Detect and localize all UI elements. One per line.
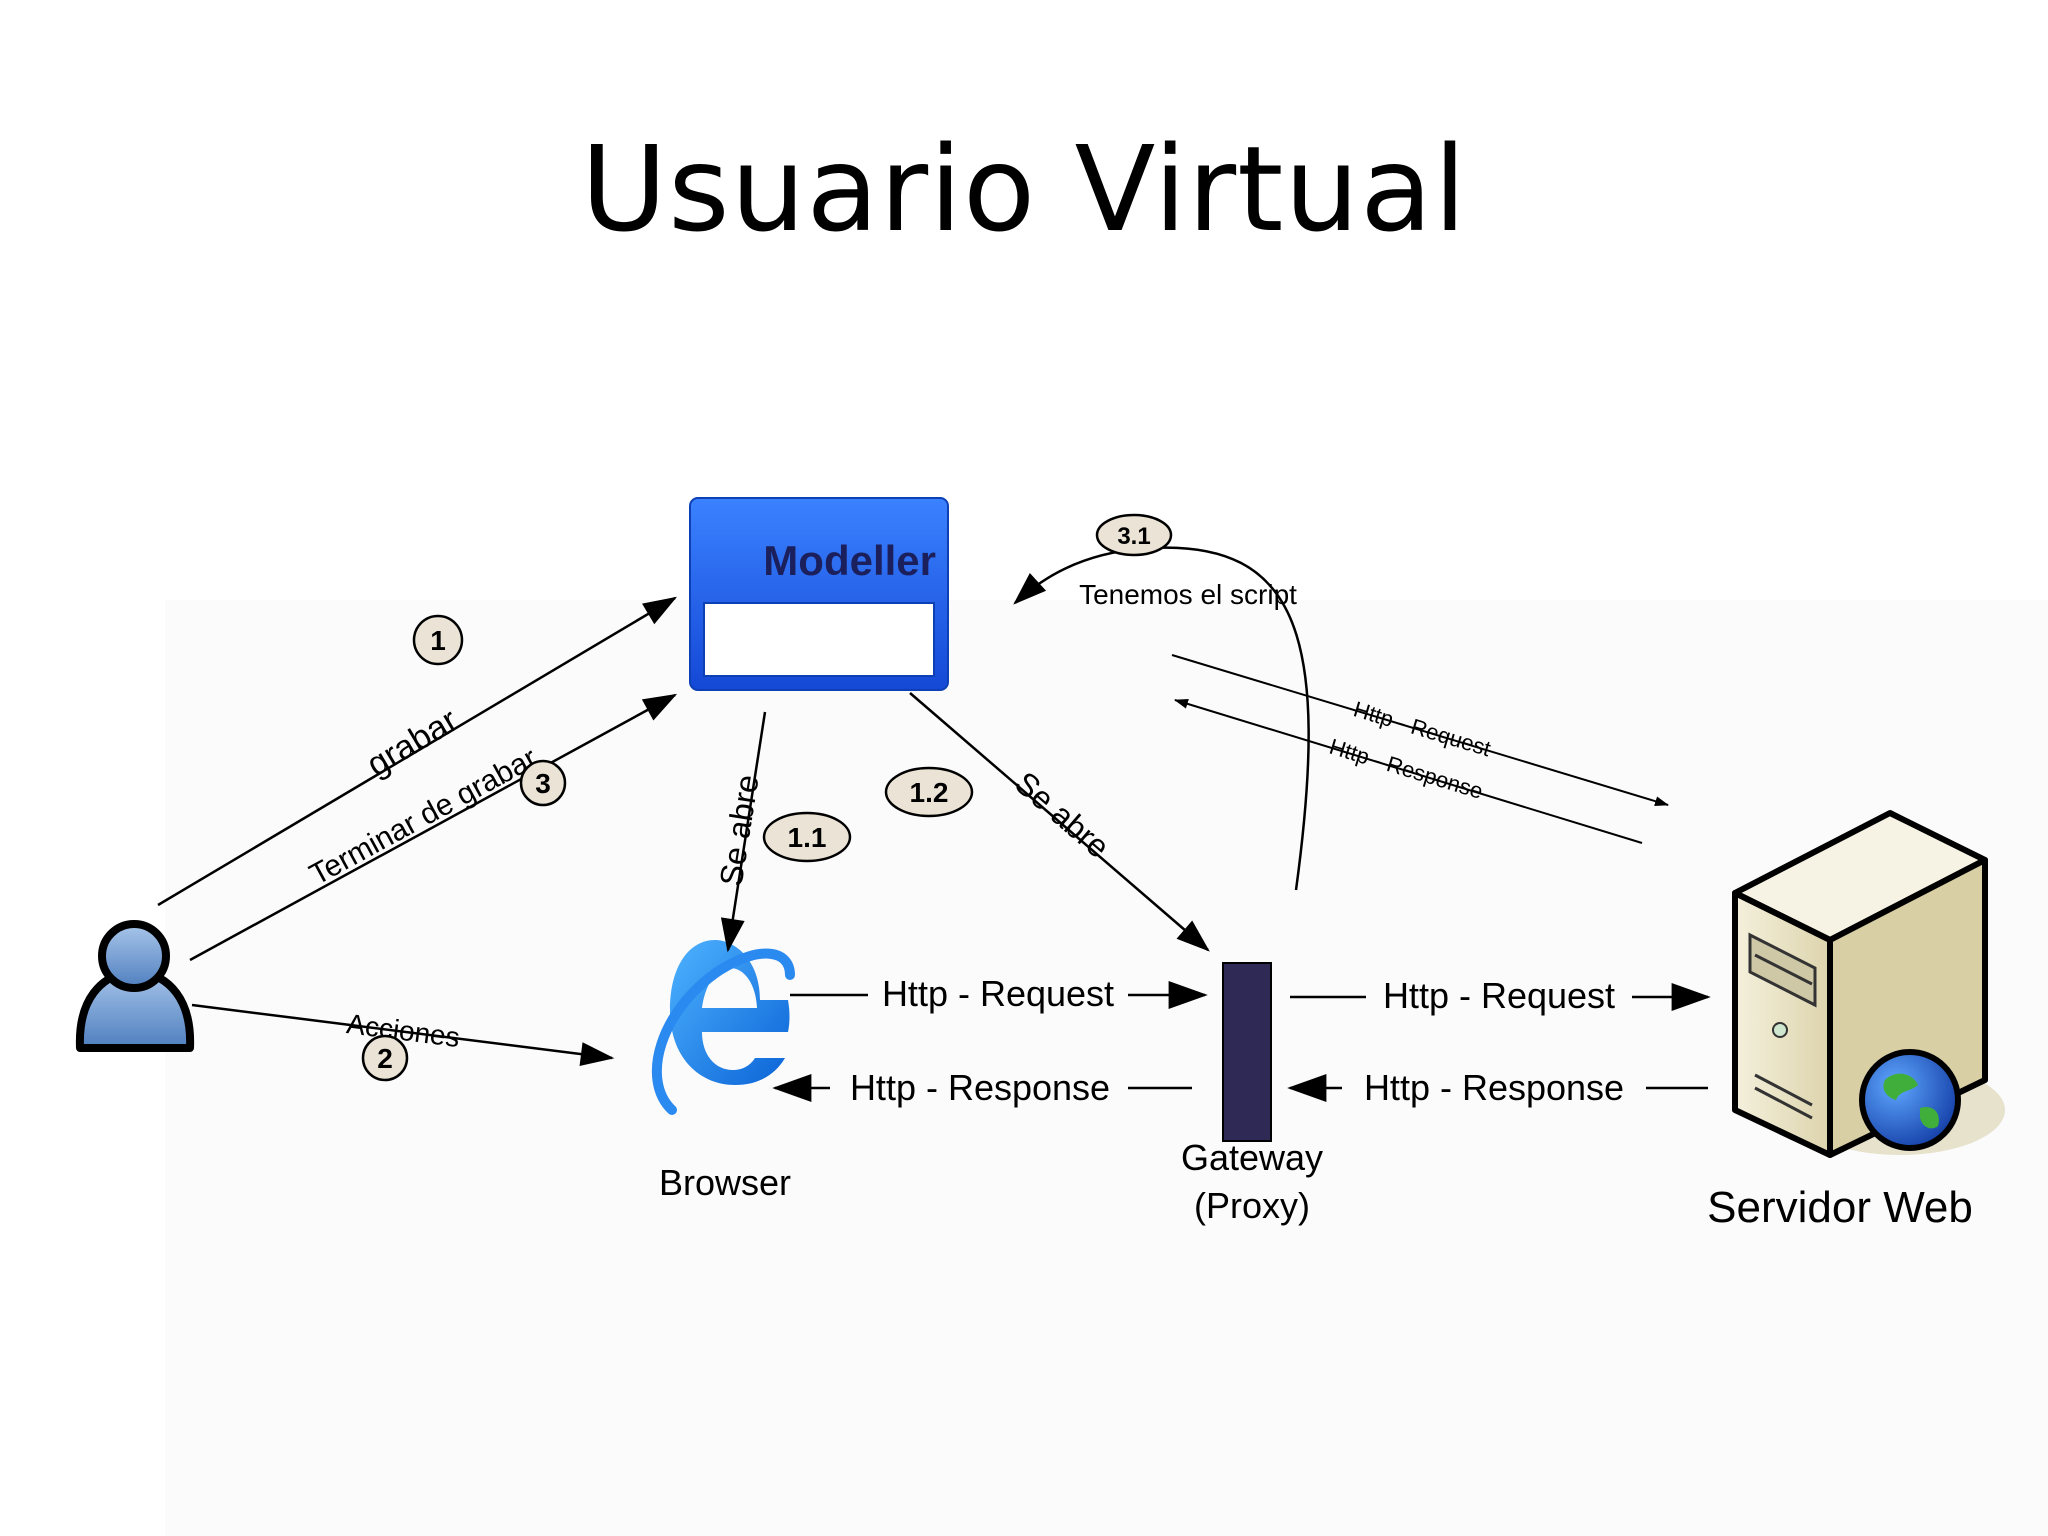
label-se-abre-gateway: Se abre bbox=[1008, 764, 1116, 864]
server-globe-icon bbox=[1732, 810, 2005, 1158]
edge-acciones bbox=[191, 1003, 615, 1066]
step-badge-1-2: 1.2 bbox=[884, 766, 974, 818]
edge-terminar bbox=[189, 693, 678, 962]
gateway-label-line2: (Proxy) bbox=[1194, 1185, 1310, 1226]
label-grabar: grabar bbox=[360, 701, 464, 784]
label-req-gateway-server: Http - Request bbox=[1383, 975, 1615, 1016]
browser-label: Browser bbox=[659, 1162, 791, 1203]
page-title: Usuario Virtual bbox=[580, 120, 1468, 258]
label-resp-server-gateway: Http - Response bbox=[1364, 1067, 1624, 1108]
internet-explorer-icon bbox=[652, 940, 795, 1115]
gateway-label-line1: Gateway bbox=[1181, 1137, 1323, 1178]
label-resp-gateway-browser: Http - Response bbox=[850, 1067, 1110, 1108]
step-badge-3-label: 3 bbox=[535, 768, 551, 799]
edge-tenemos-script bbox=[1013, 546, 1310, 891]
label-se-abre-browser: Se abre bbox=[713, 772, 766, 888]
step-badge-2-label: 2 bbox=[377, 1043, 393, 1074]
step-badge-1: 1 bbox=[412, 614, 464, 666]
step-badge-3-1: 3.1 bbox=[1095, 513, 1173, 557]
edge-resp-server-modeller bbox=[1174, 699, 1643, 844]
edge-req-modeller-server bbox=[1171, 654, 1669, 807]
step-badge-3: 3 bbox=[519, 759, 567, 807]
step-badge-2: 2 bbox=[361, 1034, 409, 1082]
step-badge-1-label: 1 bbox=[430, 625, 446, 656]
edge-grabar bbox=[157, 596, 678, 907]
gateway-node bbox=[1222, 962, 1272, 1142]
edge-se-abre-browser bbox=[720, 711, 767, 953]
step-badge-3-1-label: 3.1 bbox=[1117, 523, 1150, 550]
server-label: Servidor Web bbox=[1707, 1183, 1973, 1232]
edge-se-abre-gateway bbox=[909, 692, 1210, 952]
label-terminar: Terminar de grabar bbox=[304, 742, 542, 892]
modeller-node: Modeller bbox=[689, 497, 949, 691]
step-badge-1-2-label: 1.2 bbox=[910, 777, 949, 808]
modeller-label: Modeller bbox=[763, 537, 936, 584]
user-icon bbox=[75, 920, 195, 1052]
label-req-browser-gateway: Http - Request bbox=[882, 973, 1114, 1014]
step-badge-1-1-label: 1.1 bbox=[788, 822, 827, 853]
label-tenemos-script: Tenemos el script bbox=[1079, 579, 1297, 610]
step-badge-1-1: 1.1 bbox=[762, 811, 852, 863]
